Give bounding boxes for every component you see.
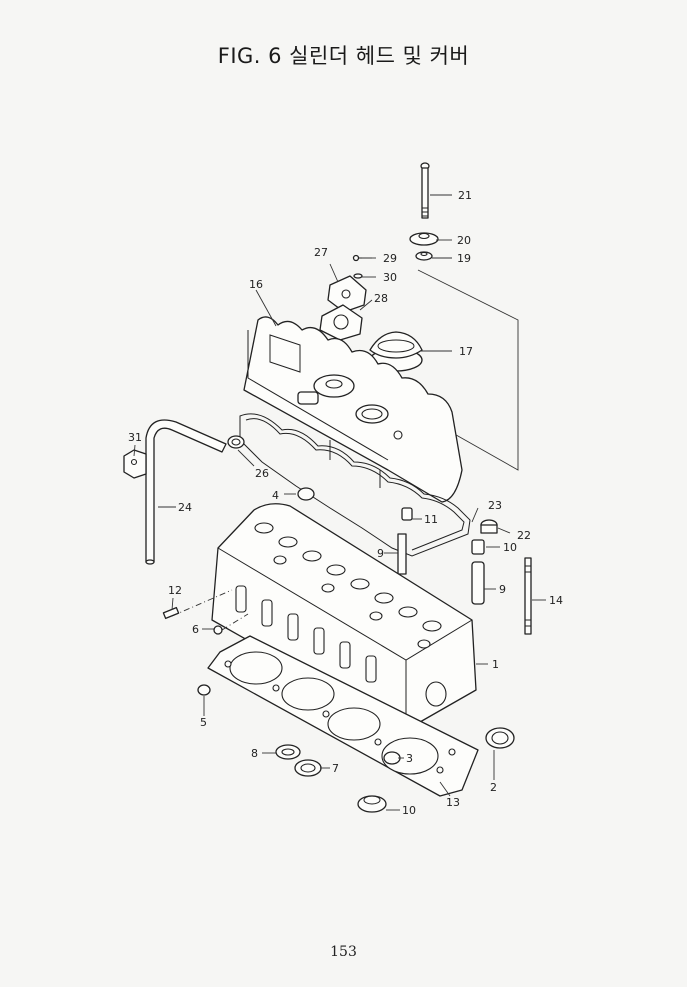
head-stud-bolt (524, 557, 532, 635)
cylinder-head (211, 503, 477, 731)
callout-27: 27 (314, 246, 328, 259)
callout-8: 8 (251, 747, 258, 760)
callout-29: 29 (383, 252, 397, 265)
cover-seal (415, 251, 433, 261)
callout-21: 21 (458, 189, 472, 202)
callout-11: 11 (424, 513, 438, 526)
breather-gasket (319, 304, 363, 341)
chamber-plug-10 (357, 795, 387, 813)
cover-washer (409, 232, 439, 246)
callout-31: 31 (128, 431, 142, 444)
dowel-pin-12 (162, 606, 180, 620)
plug-5 (197, 684, 211, 696)
callout-12: 12 (168, 584, 182, 597)
callout-28: 28 (374, 292, 388, 305)
breather-washer (353, 273, 363, 279)
hose-clamp (227, 435, 245, 449)
callout-19: 19 (457, 252, 471, 265)
breather-hose (145, 419, 227, 565)
dowel-pin-a (471, 539, 485, 555)
rocker-cover (243, 316, 463, 503)
callout-6: 6 (192, 623, 199, 636)
hose-bracket (123, 449, 147, 479)
callout-24: 24 (178, 501, 192, 514)
callout-17: 17 (459, 345, 473, 358)
callout-9-upper: 9 (377, 547, 384, 560)
leader-lines (133, 194, 546, 811)
expansion-plug-6 (213, 625, 223, 635)
callout-26: 26 (255, 467, 269, 480)
callout-5: 5 (200, 716, 207, 729)
figure-title: FIG. 6 실린더 헤드 및 커버 (217, 44, 470, 68)
valve-seal-cap (401, 507, 413, 521)
head-gasket (207, 635, 479, 797)
rocker-cover-bolt (420, 162, 430, 219)
callout-10-upper: 10 (503, 541, 517, 554)
callout-20: 20 (457, 234, 471, 247)
nozzle-sleeve (480, 519, 498, 534)
callout-13: 13 (446, 796, 460, 809)
breather-cover-plate (327, 275, 367, 313)
valve-guide-b (471, 561, 485, 605)
combustion-chamber-insert (383, 751, 401, 765)
callout-1: 1 (492, 658, 499, 671)
nozzle-ring-8 (275, 744, 301, 760)
callout-23: 23 (488, 499, 502, 512)
callout-30: 30 (383, 271, 397, 284)
callout-14: 14 (549, 594, 563, 607)
nozzle-ring-7 (294, 759, 322, 777)
callout-10-lower: 10 (402, 804, 416, 817)
callout-2: 2 (490, 781, 497, 794)
callout-3: 3 (406, 752, 413, 765)
valve-guide-a (397, 533, 407, 575)
sleeve-2 (485, 727, 515, 749)
callout-4: 4 (272, 489, 279, 502)
head-plug (297, 487, 315, 501)
callout-9-lower: 9 (499, 583, 506, 596)
callout-16: 16 (249, 278, 263, 291)
callout-22: 22 (517, 529, 531, 542)
callout-7: 7 (332, 762, 339, 775)
rocker-cover-gasket (239, 413, 471, 557)
page-number: 153 (330, 944, 357, 960)
